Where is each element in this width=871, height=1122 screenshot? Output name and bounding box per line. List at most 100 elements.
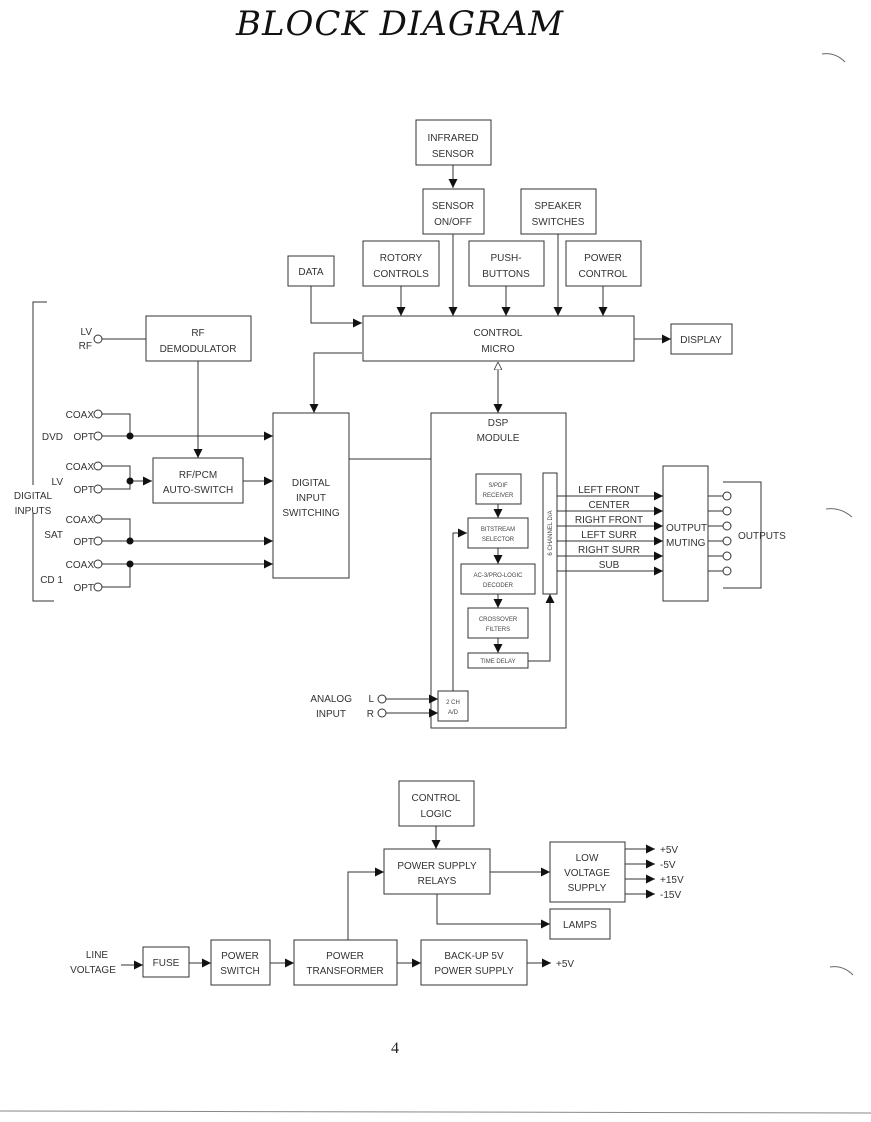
power-switch-block: POWER SWITCH [210,939,271,986]
lv-junction-dot [126,477,134,485]
ac3-decoder-block: AC-3/PRO-LOGIC DECODER [460,563,536,595]
lv-opt-jack[interactable] [93,484,103,494]
cd1-coax-label: COAX [66,560,95,571]
output-jack[interactable] [722,536,732,546]
control-micro-label-2: MICRO [481,344,515,355]
low-voltage-outputs: +5V-5V+15V-15V [625,844,684,901]
data-label: DATA [298,267,324,278]
spdif-label-1: S/PDIF [488,483,508,489]
dvd-opt-label: OPT [73,432,94,443]
adc-label-1: 2 CH [446,700,460,706]
relays-label-1: POWER SUPPLY [397,861,477,872]
output-muting-block: OUTPUT MUTING [662,465,709,602]
output-channel-label: LEFT SURR [581,530,636,541]
dis-label-1: DIGITAL [292,478,331,489]
output-muting-label-1: OUTPUT [666,523,707,534]
rf-demodulator-label-2: DEMODULATOR [160,344,237,355]
time-delay-block: TIME DELAY [467,652,529,669]
speaker-switches-block: SPEAKER SWITCHES [520,188,597,235]
rf-pcm-autoswitch-block: RF/PCM AUTO-SWITCH [152,457,244,504]
sat-opt-label: OPT [73,537,94,548]
backup-label-1: BACK-UP 5V [444,951,504,962]
control-micro-label-1: CONTROL [474,328,523,339]
relays-label-2: RELAYS [418,876,457,887]
output-jack[interactable] [722,521,732,531]
control-logic-label-2: LOGIC [420,809,451,820]
output-jack[interactable] [722,566,732,576]
infrared-sensor-block: INFRARED SENSOR [415,119,492,166]
bitstream-selector-block: BITSTREAM SELECTOR [467,517,529,549]
low-voltage-output-label: +5V [660,845,678,856]
output-jack[interactable] [722,491,732,501]
lv-coax-jack[interactable] [93,461,103,471]
analog-r-jack[interactable] [377,708,387,718]
output-channel-label: LEFT FRONT [578,485,639,496]
power-control-label-2: CONTROL [579,269,628,280]
dvd-coax-jack[interactable] [93,409,103,419]
dac-label: 6 CHANNEL D/A [548,510,554,555]
low-voltage-supply-block: LOW VOLTAGE SUPPLY [549,841,626,903]
transformer-label-2: TRANSFORMER [306,966,383,977]
output-jack[interactable] [722,506,732,516]
sat-opt-jack[interactable] [93,536,103,546]
low-voltage-output-label: -5V [660,860,676,871]
cd1-opt-jack[interactable] [93,582,103,592]
output-jack[interactable] [722,551,732,561]
page-number: 4 [391,1040,399,1057]
bitstream-label-1: BITSTREAM [481,527,515,533]
output-channel-label: SUB [599,560,620,571]
control-micro-block: CONTROL MICRO [362,315,635,362]
lamps-label: LAMPS [563,920,597,931]
bitstream-label-2: SELECTOR [482,537,515,543]
margin-mark-mid [825,508,853,518]
crossover-filters-block: CROSSOVER FILTERS [467,607,529,639]
delay-to-dac-arrow [528,594,555,662]
rf-pcm-label-2: AUTO-SWITCH [163,485,233,496]
sat-coax-jack[interactable] [93,514,103,524]
dis-label-3: SWITCHING [282,508,339,519]
sensor-onoff-block: SENSOR ON/OFF [422,188,485,235]
lowvolt-label-1: LOW [576,853,599,864]
dvd-junction-dot [126,432,134,440]
rf-demodulator-label-1: RF [191,328,204,339]
dvd-coax-wire [102,413,131,436]
line-voltage-label-2: VOLTAGE [70,965,116,976]
outputs-label: OUTPUTS [738,531,786,542]
speaker-switches-label-1: SPEAKER [534,201,581,212]
control-logic-label-1: CONTROL [412,793,461,804]
analog-l-jack[interactable] [377,694,387,704]
output-channel-label: RIGHT SURR [578,545,640,556]
micro-to-switching-arrow [309,352,362,413]
lv-rf-jack[interactable] [93,334,103,344]
footer-rule [0,1110,871,1114]
crossover-label-1: CROSSOVER [479,617,518,623]
infrared-sensor-label-1: INFRARED [427,133,478,144]
fuse-block: FUSE [142,946,190,978]
analog-r-label: R [367,709,374,720]
push-buttons-label-2: BUTTONS [482,269,530,280]
dvd-opt-jack[interactable] [93,431,103,441]
power-control-block: POWER CONTROL [565,240,642,287]
analog-l-label: L [368,694,374,705]
cd1-coax-jack[interactable] [93,559,103,569]
dvd-coax-label: COAX [66,410,95,421]
low-voltage-output-label: -15V [660,890,681,901]
power-supply-relays-block: POWER SUPPLY RELAYS [383,848,491,895]
cd1-label: CD 1 [40,575,63,586]
lowvolt-label-3: SUPPLY [568,883,607,894]
control-logic-block: CONTROL LOGIC [398,780,475,827]
sat-coax-wire [102,518,131,541]
time-delay-label: TIME DELAY [480,659,515,665]
spdif-receiver-block: S/PDIF RECEIVER [475,473,522,505]
cd1-opt-label: OPT [73,583,94,594]
output-channel-label: RIGHT FRONT [575,515,643,526]
push-buttons-block: PUSH- BUTTONS [468,240,545,287]
rf-pcm-label-1: RF/PCM [179,470,217,481]
display-label: DISPLAY [680,335,722,346]
lv-wires [102,465,131,490]
output-channel-label: CENTER [588,500,629,511]
adc-to-bitstream-arrow [452,528,467,691]
lv-coax-label: COAX [66,462,95,473]
analog-input-label-1: ANALOG [310,694,352,705]
